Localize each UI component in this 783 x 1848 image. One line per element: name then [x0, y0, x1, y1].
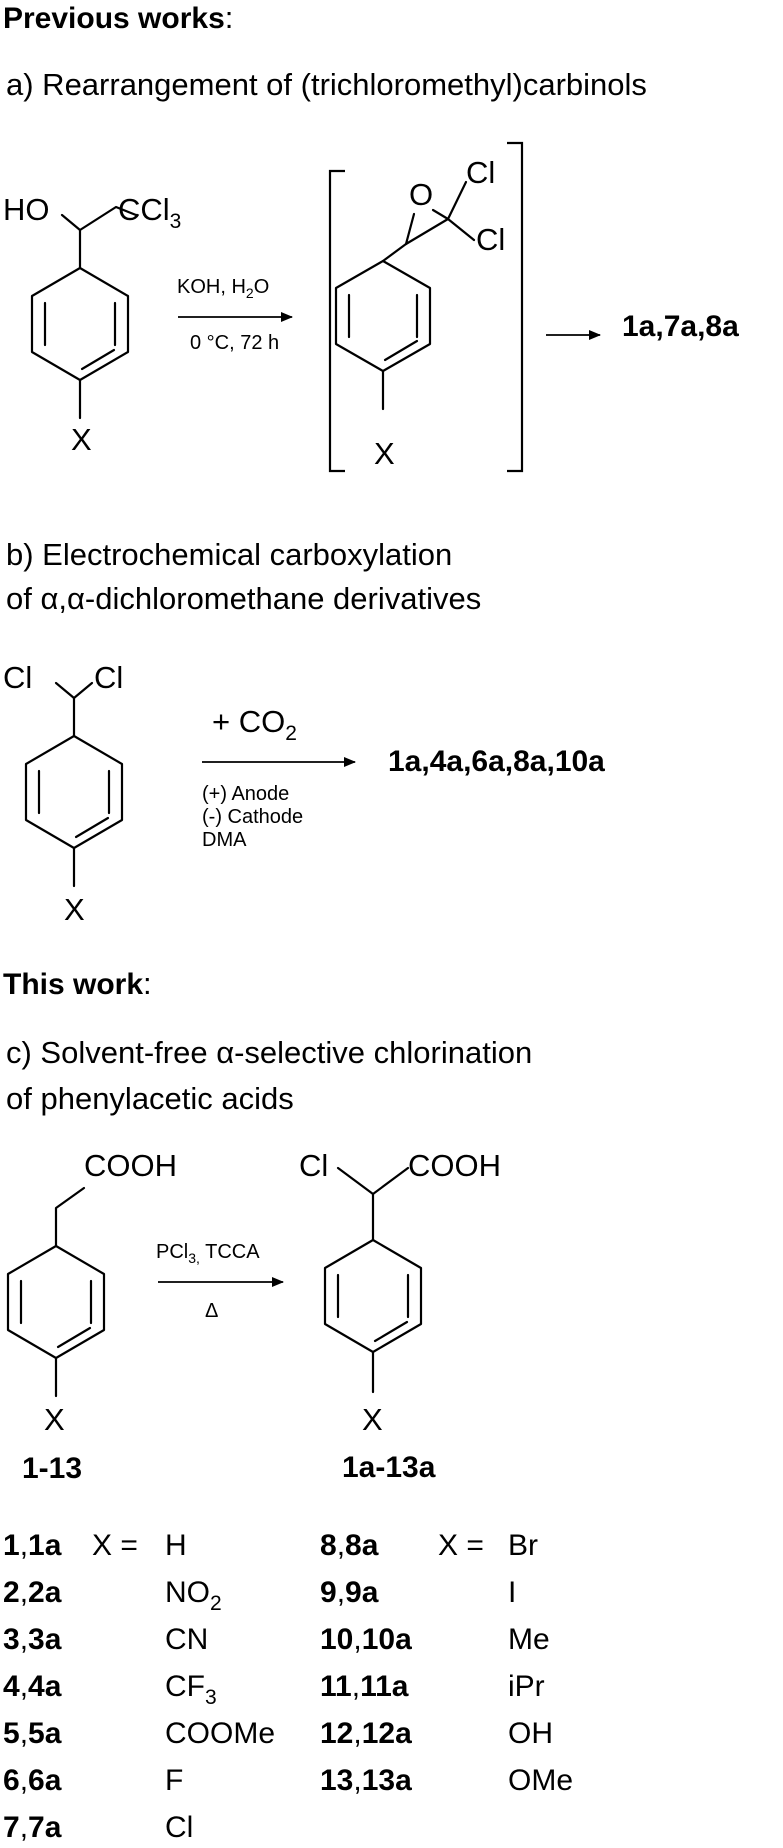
heading-previous-works: Previous works: [3, 0, 233, 35]
table-row: 1,1a [3, 1529, 62, 1562]
atom-o: O [409, 177, 433, 212]
atom-ho: HO [3, 192, 50, 227]
product-label-b: 1a,4a,6a,8a,10a [388, 745, 605, 778]
product-label-a: 1a,7a,8a [622, 310, 739, 343]
substituent-value: OMe [508, 1764, 573, 1797]
table-row: 7,7a [3, 1811, 62, 1844]
condition-pcl3-tcca: PCl3, TCCA [156, 1241, 260, 1266]
section-c-title-line1: c) Solvent-free α-selective chlorination [6, 1035, 532, 1070]
section-a-title: a) Rearrangement of (trichloromethyl)car… [6, 67, 647, 102]
atom-x: X [71, 422, 92, 457]
condition-temp-time: 0 °C, 72 h [190, 332, 279, 354]
condition-heat-delta: Δ [205, 1300, 218, 1322]
atom-ccl3: CCl3 [118, 192, 181, 233]
substituent-value: iPr [508, 1670, 545, 1703]
substituent-value: Cl [165, 1811, 193, 1844]
table-row: 11,11a [320, 1670, 409, 1703]
atom-cl-bottom: Cl [476, 222, 505, 257]
table-row: 8,8a [320, 1529, 379, 1562]
reagent-co2: + CO2 [212, 704, 297, 745]
table-row: 4,4a [3, 1670, 62, 1703]
substituent-value: NO2 [165, 1576, 222, 1615]
atom-x: X [44, 1402, 65, 1437]
atom-x: X [64, 892, 85, 927]
atom-cl-top: Cl [466, 155, 495, 190]
substituent-value: H [165, 1529, 187, 1562]
intermediate-epoxide-structure [334, 180, 476, 411]
substituent-value: F [165, 1764, 183, 1797]
substituent-value: CF3 [165, 1670, 217, 1709]
substituent-value: Br [508, 1529, 538, 1562]
x-equals-right: X = [438, 1529, 484, 1562]
bracket-right [507, 141, 524, 473]
bracket-left [328, 169, 345, 473]
product-c-structure [323, 1166, 423, 1394]
atom-cl-left: Cl [3, 660, 32, 695]
table-row: 3,3a [3, 1623, 62, 1656]
atom-cooh: COOH [84, 1148, 177, 1183]
substituent-value: Me [508, 1623, 550, 1656]
table-row: 12,12a [320, 1717, 412, 1750]
table-row: 10,10a [320, 1623, 412, 1656]
section-b-title-line2: of α,α-dichloromethane derivatives [6, 581, 481, 616]
section-b-title-line1: b) Electrochemical carboxylation [6, 537, 452, 572]
reactant-c-structure [6, 1186, 106, 1398]
substituent-table: 1,1a X = H 2,2a NO2 3,3a CN 4,4a CF3 5,5… [3, 1529, 573, 1844]
table-row: 13,13a [320, 1764, 412, 1797]
table-row: 9,9a [320, 1576, 379, 1609]
atom-cl-right: Cl [94, 660, 123, 695]
table-row: 2,2a [3, 1576, 62, 1609]
table-row: 5,5a [3, 1717, 62, 1750]
substituent-value: COOMe [165, 1717, 275, 1750]
heading-this-work: This work: [3, 966, 152, 1001]
condition-koh-h2o: KOH, H2O [177, 276, 269, 301]
compound-label-1-13: 1-13 [22, 1452, 82, 1485]
condition-anode: (+) Anode [202, 783, 289, 805]
x-equals-left: X = [92, 1529, 138, 1562]
section-c-title-line2: of phenylacetic acids [6, 1081, 294, 1116]
substituent-value: I [508, 1576, 516, 1609]
table-row: 6,6a [3, 1764, 62, 1797]
reactant-a-structure [30, 205, 138, 420]
substituent-value: CN [165, 1623, 208, 1656]
compound-label-1a-13a: 1a-13a [342, 1451, 436, 1484]
atom-cl: Cl [299, 1148, 328, 1183]
atom-x: X [374, 436, 395, 471]
condition-dma: DMA [202, 829, 247, 851]
substituent-value: OH [508, 1717, 553, 1750]
atom-cooh: COOH [408, 1148, 501, 1183]
condition-cathode: (-) Cathode [202, 806, 303, 828]
reactant-b-structure [24, 681, 124, 888]
atom-x: X [362, 1402, 383, 1437]
